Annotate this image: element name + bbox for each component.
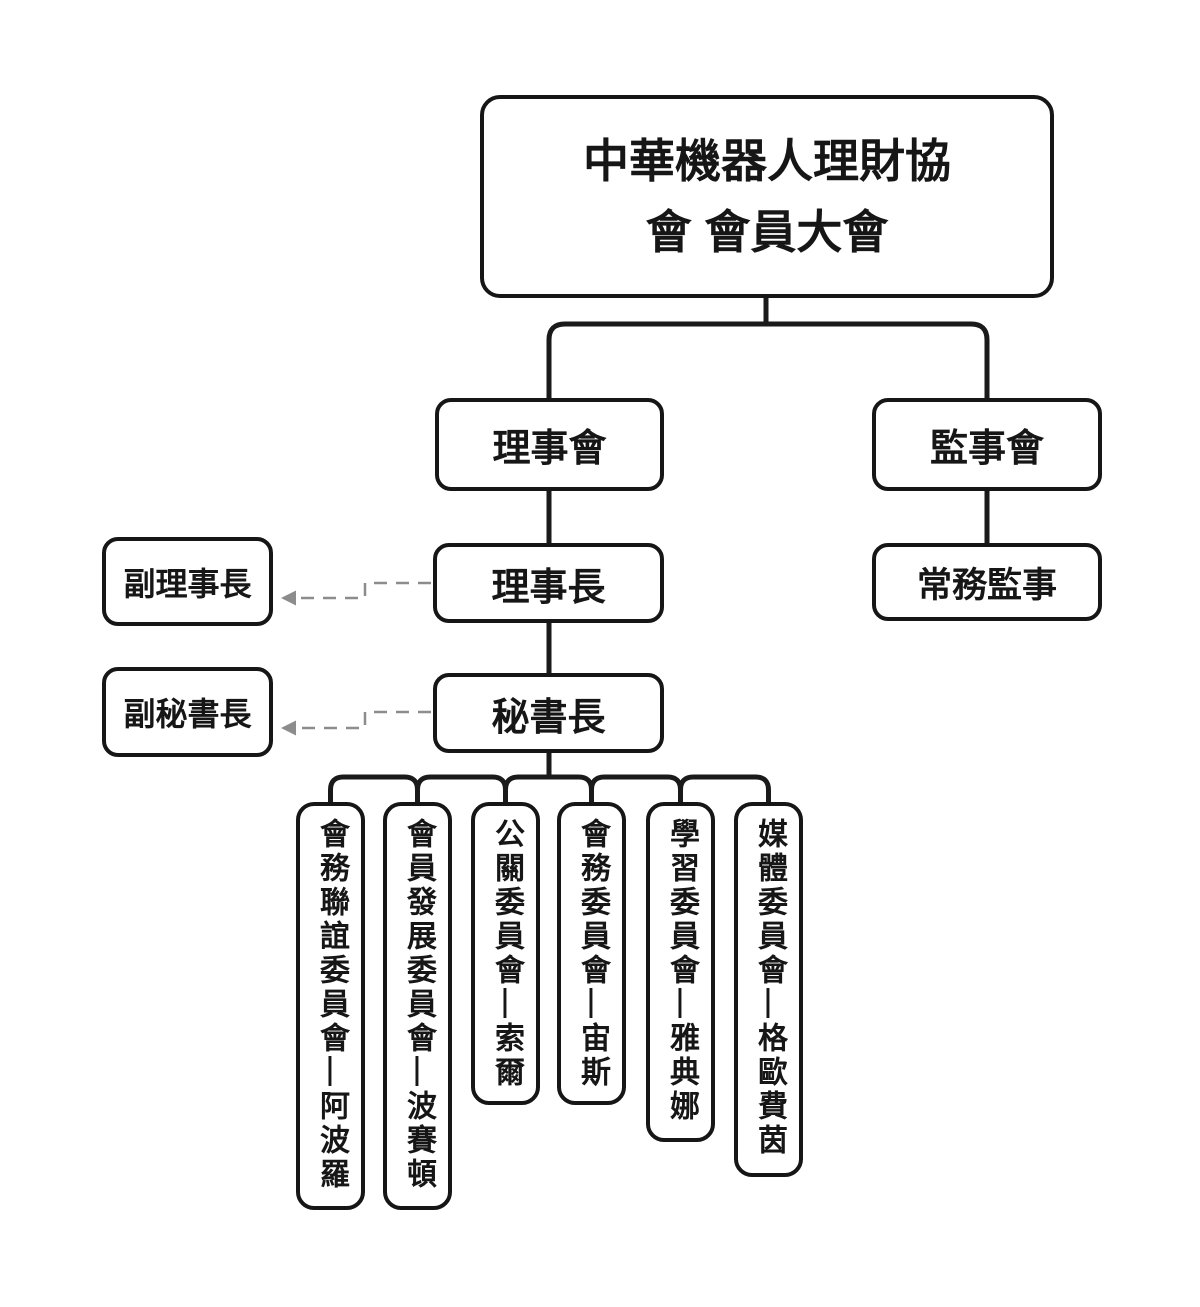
- assembly-title-line1: 中華機器人理財協: [583, 134, 951, 187]
- arrowhead-left-icon: [281, 720, 296, 736]
- node-committee-3: 公關委員會—索爾: [471, 802, 540, 1105]
- node-member-assembly: 中華機器人理財協 會 會員大會: [480, 95, 1054, 298]
- node-committee-6: 媒體委員會—格歐費茵: [734, 802, 803, 1177]
- edge-bus-seg-4: [589, 774, 683, 802]
- node-board-of-supervisors: 監事會: [872, 398, 1102, 491]
- node-committee-1: 會務聯誼委員會—阿波羅: [296, 802, 365, 1210]
- edge-bus-seg-5: [678, 774, 771, 802]
- node-chairman: 理事長: [433, 543, 664, 623]
- node-committee-4: 會務委員會—宙斯: [557, 802, 626, 1105]
- node-vice-chairman: 副理事長: [102, 537, 273, 626]
- edge-bus-seg-1: [328, 774, 420, 802]
- edge-bus-seg-2: [415, 774, 508, 802]
- arrowhead-left-icon: [281, 590, 296, 606]
- assembly-title-line2: 會 會員大會: [645, 205, 889, 258]
- dashed-arrows: [281, 581, 431, 736]
- node-board-of-directors: 理事會: [435, 398, 664, 491]
- node-secretary-general: 秘書長: [433, 673, 664, 753]
- node-committee-2: 會員發展委員會—波賽頓: [383, 802, 452, 1210]
- edge-assembly-to-boards: [546, 321, 990, 398]
- node-deputy-secretary-general: 副秘書長: [102, 667, 273, 757]
- edge-bus-seg-3: [503, 774, 594, 802]
- node-standing-supervisor: 常務監事: [872, 543, 1102, 621]
- dashed-edge-chairman-to-vice: [296, 581, 431, 600]
- node-committee-5: 學習委員會—雅典娜: [646, 802, 715, 1142]
- dashed-edge-secretary-to-deputy: [296, 710, 431, 730]
